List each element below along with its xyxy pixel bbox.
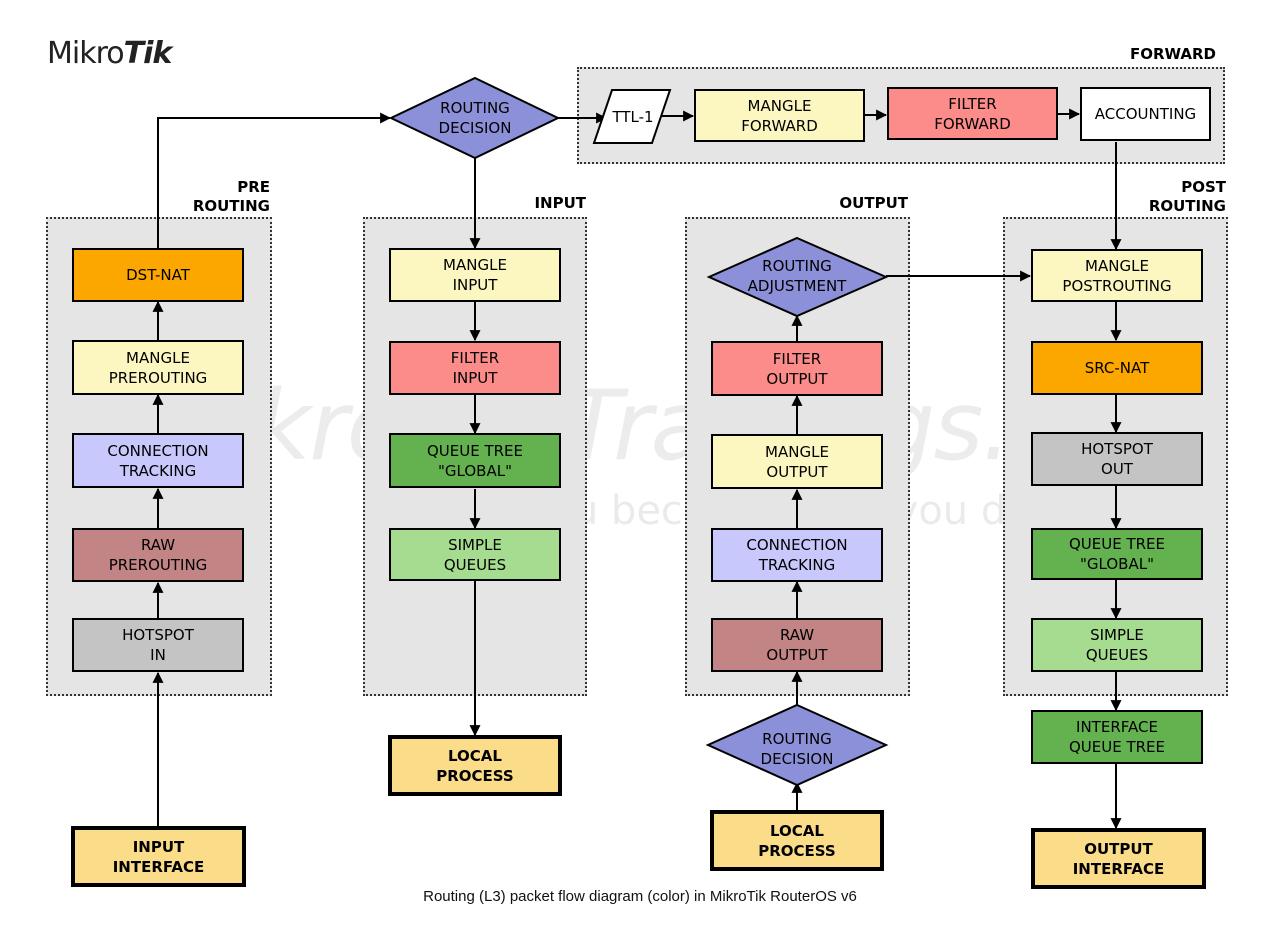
ttl-label: TTL-1 <box>612 108 654 126</box>
mangle-output-node: MANGLE OUTPUT <box>711 434 883 489</box>
simple-queues-post-node: SIMPLE QUEUES <box>1031 618 1203 672</box>
connection-tracking-pre-node: CONNECTION TRACKING <box>72 433 244 488</box>
routing-decision-out-label: ROUTING DECISION <box>760 730 834 768</box>
queue-tree-global-post-node: QUEUE TREE "GLOBAL" <box>1031 528 1203 580</box>
routing-decision-diamond <box>388 76 561 160</box>
interface-queue-tree-node: INTERFACE QUEUE TREE <box>1031 710 1203 764</box>
mangle-input-node: MANGLE INPUT <box>389 248 561 302</box>
cluster-label-forward: FORWARD <box>1129 45 1216 63</box>
arrow-dst-nat-to-routing-decision <box>157 112 392 248</box>
logo-part-tik: Tik <box>123 36 173 71</box>
connection-tracking-out-node: CONNECTION TRACKING <box>711 528 883 582</box>
routing-decision-out-diamond <box>705 703 889 787</box>
input-interface-node: INPUT INTERFACE <box>71 826 246 887</box>
mikrotik-logo: MikroTik <box>47 36 173 71</box>
mangle-prerouting-node: MANGLE PREROUTING <box>72 340 244 395</box>
simple-queues-input-node: SIMPLE QUEUES <box>389 528 561 581</box>
routing-adjustment-diamond <box>706 236 889 318</box>
hotspot-in-node: HOTSPOT IN <box>72 618 244 672</box>
filter-output-node: FILTER OUTPUT <box>711 341 883 396</box>
cluster-label-postrouting: POST ROUTING <box>1148 178 1226 215</box>
accounting-node: ACCOUNTING <box>1080 87 1211 141</box>
filter-input-node: FILTER INPUT <box>389 341 561 395</box>
raw-output-node: RAW OUTPUT <box>711 618 883 672</box>
dst-nat-node: DST-NAT <box>72 248 244 302</box>
src-nat-node: SRC-NAT <box>1031 341 1203 395</box>
diagram-caption: Routing (L3) packet flow diagram (color)… <box>423 888 857 905</box>
local-process-in-node: LOCAL PROCESS <box>388 735 562 796</box>
cluster-label-input: INPUT <box>534 194 586 212</box>
cluster-label-output: OUTPUT <box>839 194 908 212</box>
logo-part-mikro: Mikro <box>47 36 125 71</box>
output-interface-node: OUTPUT INTERFACE <box>1031 828 1206 889</box>
hotspot-out-node: HOTSPOT OUT <box>1031 432 1203 486</box>
raw-prerouting-node: RAW PREROUTING <box>72 528 244 582</box>
filter-forward-node: FILTER FORWARD <box>887 87 1058 140</box>
cluster-label-prerouting: PRE ROUTING <box>192 178 270 215</box>
ttl-parallelogram <box>592 89 672 144</box>
routing-decision-label: ROUTING DECISION <box>438 99 512 137</box>
local-process-out-node: LOCAL PROCESS <box>710 810 884 871</box>
routing-adjustment-label: ROUTING ADJUSTMENT <box>747 257 847 295</box>
mangle-forward-node: MANGLE FORWARD <box>694 89 865 142</box>
queue-tree-global-input-node: QUEUE TREE "GLOBAL" <box>389 433 561 488</box>
mangle-postrouting-node: MANGLE POSTROUTING <box>1031 249 1203 302</box>
